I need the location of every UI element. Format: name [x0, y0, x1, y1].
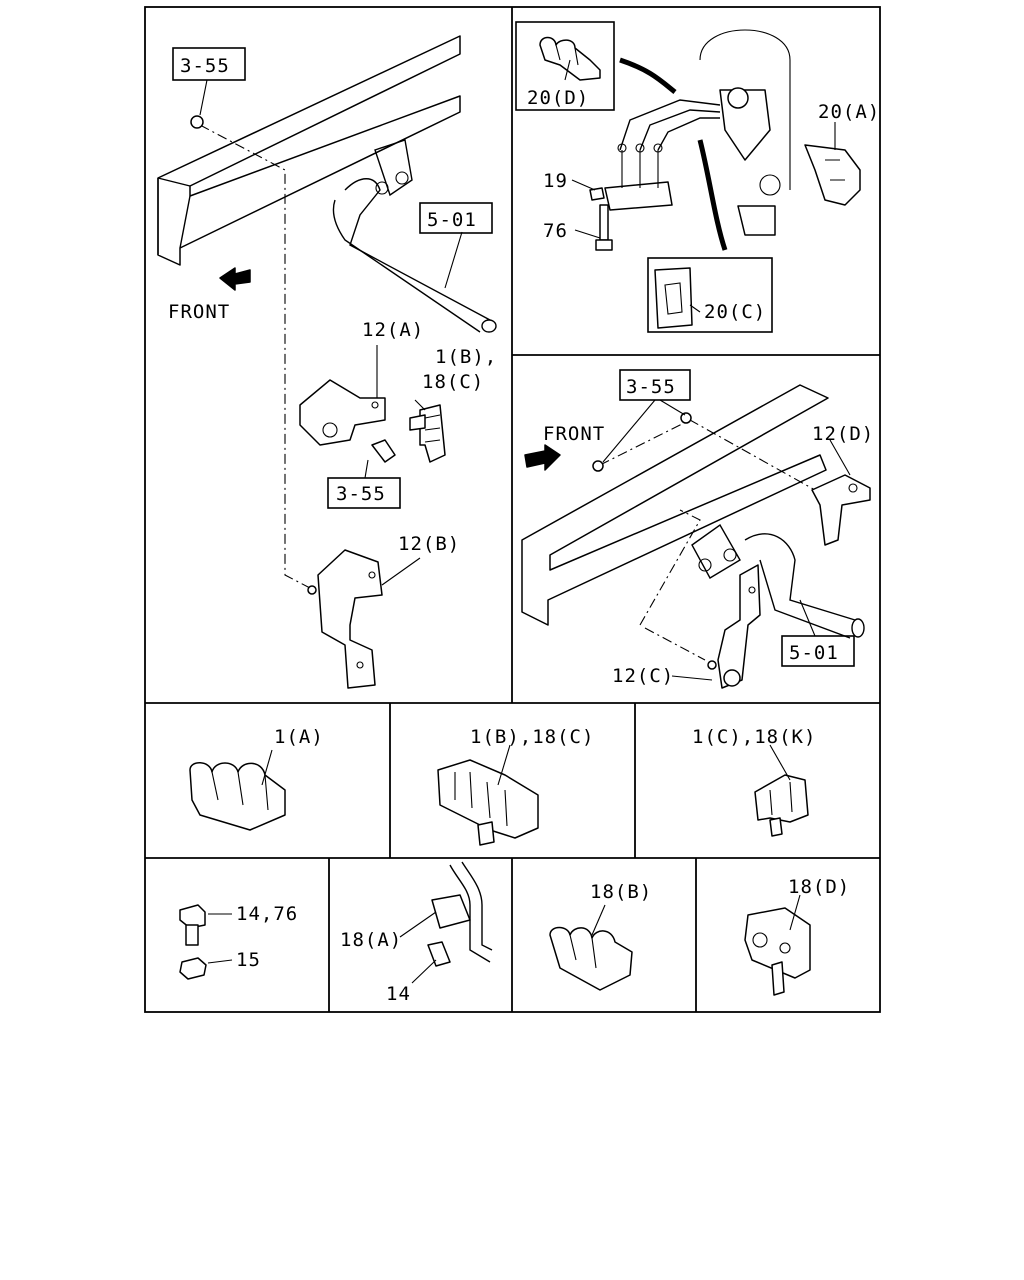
callout-1c-18k: 1(C),18(K) [692, 726, 816, 748]
panel-frame-right-view [521, 369, 871, 689]
detail-clip-1c-18k [754, 744, 809, 837]
bracket-12d [811, 474, 871, 546]
detail-bolt-nut [179, 904, 233, 980]
callout-14: 14 [386, 983, 411, 1005]
stabilizer-bar [344, 178, 491, 321]
detail-clip-18b [549, 904, 633, 991]
front-arrow-left [219, 267, 251, 291]
ref-3-55-right: 3-55 [626, 376, 676, 398]
bolt-76 [599, 204, 609, 241]
callout-19: 19 [543, 170, 568, 192]
callout-20a: 20(A) [818, 101, 880, 123]
callout-12c: 12(C) [612, 665, 674, 687]
detail-clip-1a [189, 749, 286, 831]
panel-brake-pipe-view [515, 21, 861, 333]
bracket-12b [317, 549, 383, 689]
callout-12a: 12(A) [362, 319, 424, 341]
callout-12b: 12(B) [398, 533, 460, 555]
nut-icon [179, 957, 207, 980]
front-label-right: FRONT [543, 423, 605, 445]
ref-3-55-top: 3-55 [180, 55, 230, 77]
callout-20c: 20(C) [704, 301, 766, 323]
callout-12d: 12(D) [812, 423, 874, 445]
clip-20a [804, 144, 861, 206]
ref-3-55-mid: 3-55 [336, 483, 386, 505]
bracket-12c [717, 564, 761, 689]
callout-1a: 1(A) [274, 726, 324, 748]
stabilizer-bar-right [744, 533, 856, 621]
detail-clip-18d [744, 894, 811, 996]
junction-19 [604, 181, 673, 211]
front-arrow-right [524, 444, 561, 471]
detail-clip-1b-18c [437, 744, 539, 846]
callout-18c: 18(C) [422, 371, 484, 393]
clip-20d [539, 36, 601, 81]
callout-1b-18c: 1(B),18(C) [470, 726, 594, 748]
detail-clip-18a [399, 861, 493, 984]
callout-76: 76 [543, 220, 568, 242]
callout-18a: 18(A) [340, 929, 402, 951]
ref-5-01-right: 5-01 [789, 642, 839, 664]
clip-20c [654, 267, 693, 329]
callout-15: 15 [236, 949, 261, 971]
callout-18b: 18(B) [590, 881, 652, 903]
callout-20d: 20(D) [527, 87, 589, 109]
clip-1b [419, 404, 446, 463]
callout-1b: 1(B), [435, 346, 497, 368]
callout-14-76: 14,76 [236, 903, 298, 925]
bolt-icon [179, 904, 206, 929]
diagram-frame [144, 6, 881, 1013]
ref-5-01-left: 5-01 [427, 209, 477, 231]
frame-rail [157, 35, 461, 266]
bracket-12a [299, 379, 386, 446]
frame-rail-right [521, 384, 829, 626]
panel-frame-left-view [157, 35, 497, 689]
callout-18d: 18(D) [788, 876, 850, 898]
front-label-left: FRONT [168, 301, 230, 323]
